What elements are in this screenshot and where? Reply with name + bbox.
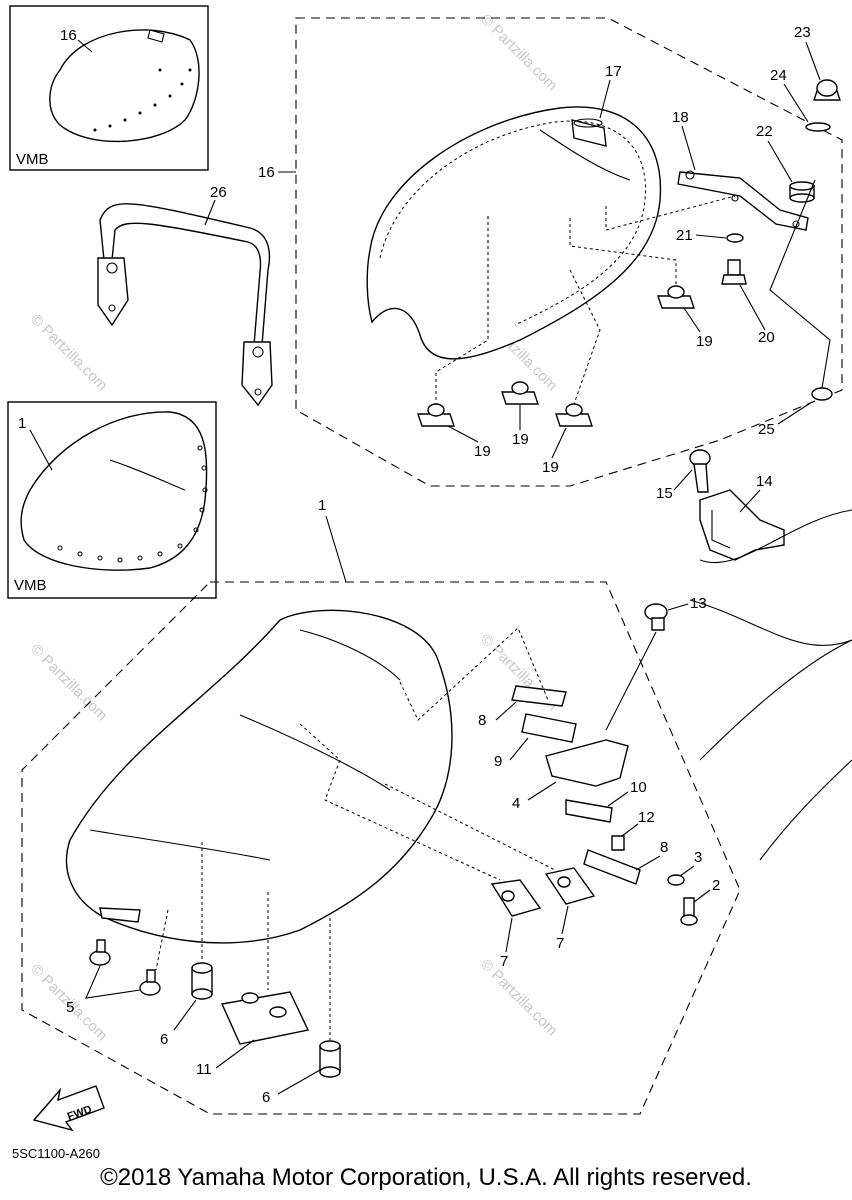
bracket-14: [699, 489, 785, 561]
callout-2: 2: [712, 877, 720, 894]
callout-14: 14: [756, 473, 773, 490]
callout-11: 11: [196, 1061, 212, 1078]
callout-12: 12: [638, 809, 655, 826]
washer-3: [667, 874, 685, 886]
callout-7: 7: [556, 935, 564, 952]
block-7: [490, 867, 596, 917]
rear-seat-group-outline: [295, 17, 843, 487]
washer-21: [726, 233, 744, 243]
inset-rear-seat-vmb: VMB 16: [9, 5, 209, 171]
callout-15: 15: [656, 485, 673, 502]
callout-8: 8: [660, 839, 668, 856]
block-11: [220, 991, 310, 1045]
callout-7: 7: [500, 953, 508, 970]
callout-20: 20: [758, 329, 775, 346]
diagram-code: 5SC1100-A260: [12, 1146, 100, 1161]
rear-seat-16: [366, 106, 662, 360]
damper-10: [565, 799, 613, 823]
damper-6: [191, 962, 341, 1078]
callout-10: 10: [630, 779, 647, 796]
bracket-4: [545, 739, 629, 787]
callout-6: 6: [160, 1031, 168, 1048]
bolt-2: [680, 897, 698, 926]
callout-26: 26: [210, 184, 227, 201]
callout-25: 25: [758, 421, 775, 438]
inset-front-seat-vmb: VMB 1: [7, 401, 217, 599]
watermark: © Partzilla.com: [477, 11, 560, 94]
callout-16: 16: [60, 27, 77, 44]
front-seat-group-outline: [21, 581, 741, 1115]
watermark: © Partzilla.com: [477, 956, 560, 1039]
front-seat-vmb-drawing: [20, 411, 208, 571]
watermark: © Partzilla.com: [27, 641, 110, 724]
callout-21: 21: [676, 227, 693, 244]
callout-18: 18: [672, 109, 689, 126]
plate-8: [583, 849, 641, 885]
bolt-5: [89, 939, 161, 996]
callout-19: 19: [474, 443, 491, 460]
bolt-13: [644, 603, 668, 631]
copyright-notice: ©2018 Yamaha Motor Corporation, U.S.A. A…: [100, 1164, 752, 1191]
plate-8: [511, 685, 567, 707]
callout-17: 17: [605, 63, 622, 80]
callout-23: 23: [794, 24, 811, 41]
callout-22: 22: [756, 123, 773, 140]
rear-seat-vmb-drawing: [49, 29, 200, 143]
callout-4: 4: [512, 795, 520, 812]
bracket-18: [677, 171, 809, 231]
watermark: © Partzilla.com: [27, 311, 110, 394]
callout-9: 9: [494, 753, 502, 770]
callout-16: 16: [258, 164, 275, 181]
inset-label: VMB: [16, 151, 49, 168]
fwd-arrow-icon: FWD: [32, 1085, 105, 1132]
callout-8: 8: [478, 712, 486, 729]
callout-1: 1: [18, 415, 26, 432]
callout-6: 6: [262, 1089, 270, 1106]
bracket-9: [521, 713, 577, 743]
callout-13: 13: [690, 595, 707, 612]
collar-12: [611, 835, 625, 851]
callout-3: 3: [694, 849, 702, 866]
bolt-20: [721, 259, 747, 285]
bolt-15: [689, 449, 711, 493]
callout-1: 1: [318, 497, 326, 514]
callout-5: 5: [66, 999, 74, 1016]
callout-24: 24: [770, 67, 787, 84]
callout-19: 19: [542, 459, 559, 476]
grab-bar-26: 26: [97, 184, 273, 407]
grommet-25: [811, 387, 833, 401]
inset-label: VMB: [14, 577, 47, 594]
hardware-22-23-24: [789, 79, 841, 203]
callout-19: 19: [512, 431, 529, 448]
callout-19: 19: [696, 333, 713, 350]
front-seat-1: [65, 609, 453, 944]
